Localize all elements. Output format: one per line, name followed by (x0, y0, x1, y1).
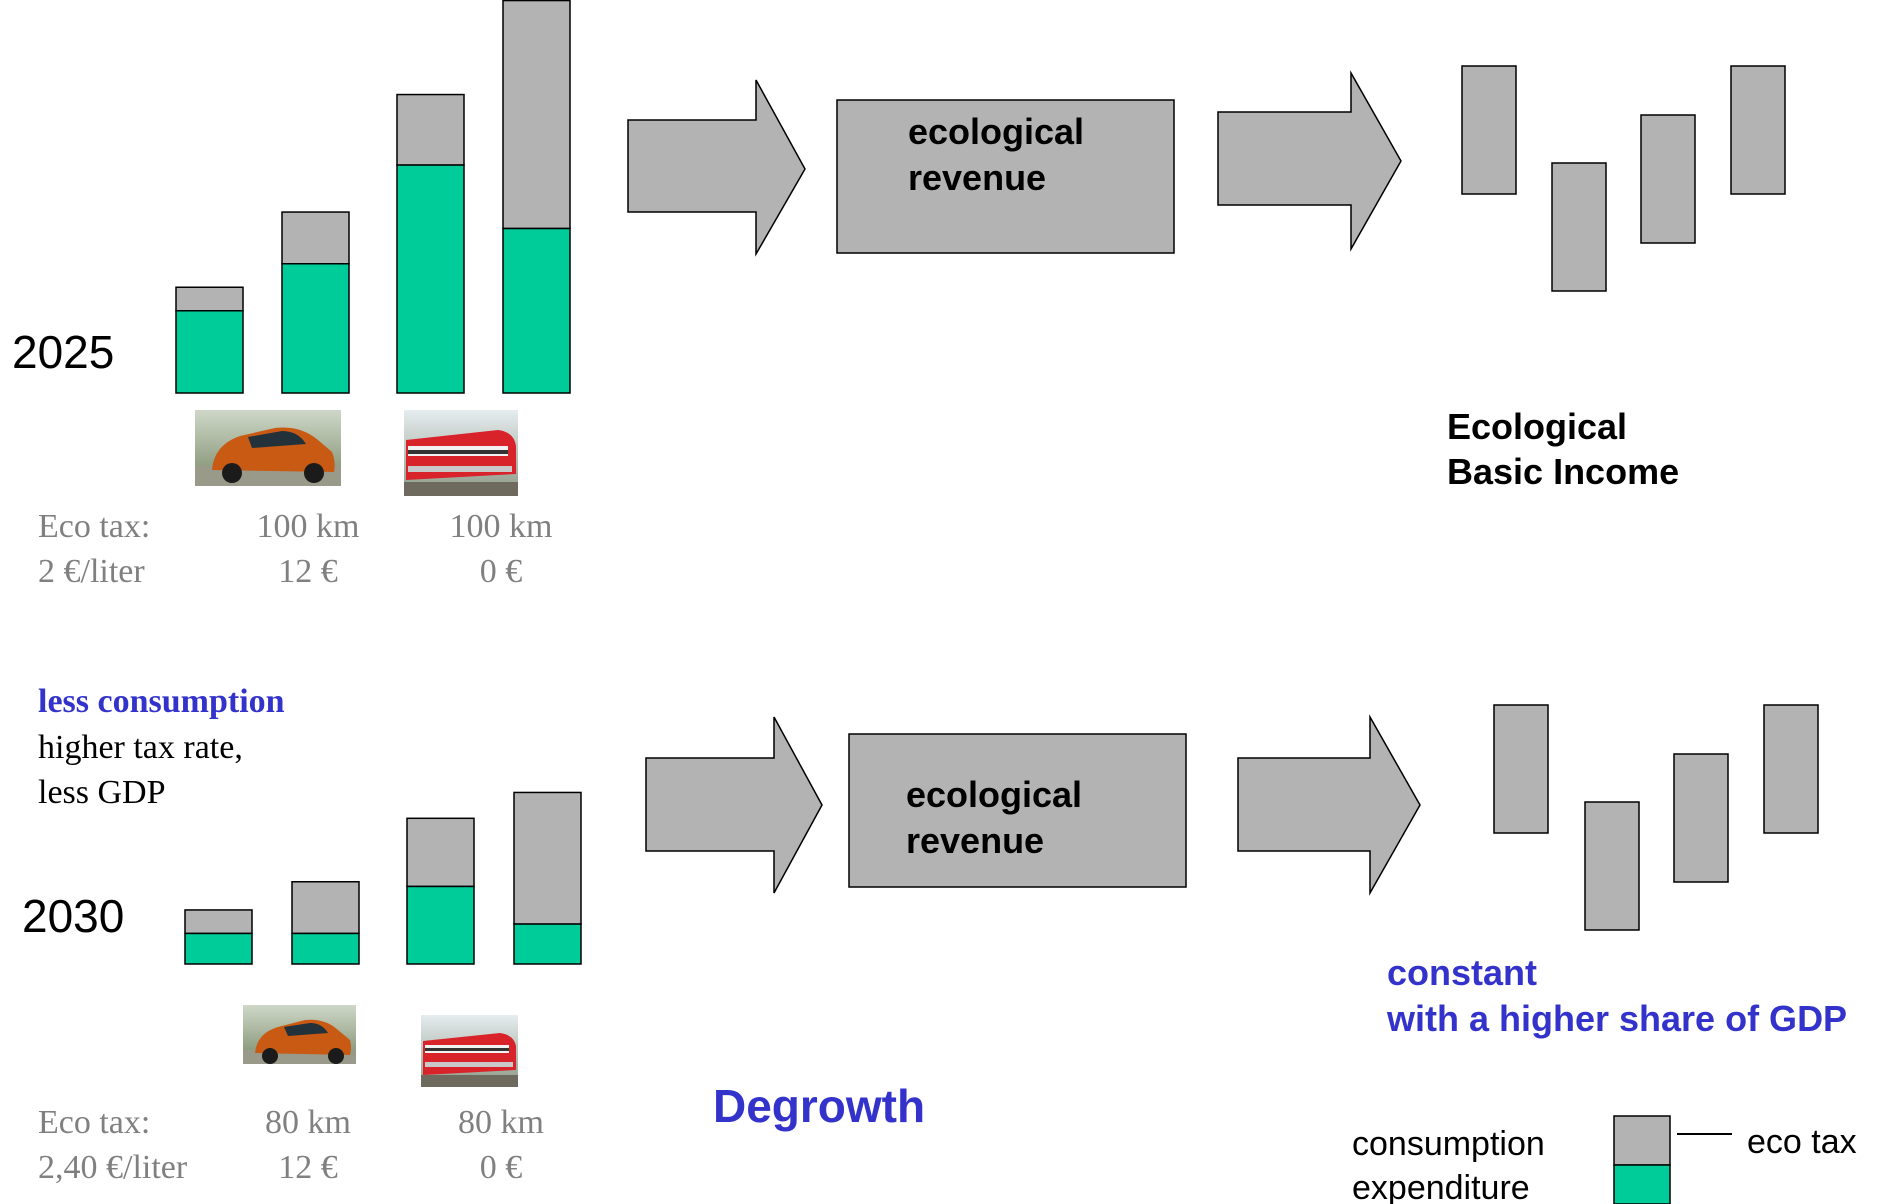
consumption-segment (396, 164, 465, 394)
eco-tax-rate: 2 €/liter (38, 553, 145, 590)
ecological-revenue-box: ecological revenue (836, 99, 1175, 254)
eco-tax-label: Eco tax: (38, 1104, 150, 1141)
legend: consumption expenditure eco tax (1352, 1115, 1857, 1204)
car-cost: 12 € (278, 553, 338, 590)
arrow-to-income (1237, 714, 1421, 896)
income-caption-line2: with a higher share of GDP (1386, 998, 1847, 1039)
income-block (1551, 162, 1607, 292)
arrow-to-revenue (645, 716, 823, 894)
car-photo-icon (195, 410, 341, 486)
consumption-segment (406, 885, 475, 965)
revenue-label-line2: revenue (908, 157, 1046, 198)
legend-tax-label: eco tax (1747, 1123, 1857, 1161)
revenue-label-line2: revenue (906, 820, 1044, 861)
eco-tax-segment (281, 211, 350, 265)
arrow-to-income (1217, 70, 1402, 252)
income-block (1673, 753, 1729, 883)
year-label-2030: 2030 (22, 890, 124, 942)
degrowth-label: Degrowth (713, 1080, 925, 1132)
revenue-label-line1: ecological (906, 774, 1082, 815)
revenue-label-line1: ecological (908, 111, 1084, 152)
bottom-bar-group (184, 791, 582, 965)
eco-tax-segment (513, 791, 582, 925)
top-bar-group (175, 0, 571, 394)
income-block (1640, 114, 1696, 244)
less-gdp-note: less GDP (38, 774, 166, 811)
train-distance: 100 km (450, 508, 553, 545)
less-consumption-note: less consumption (38, 683, 285, 720)
eco-tax-segment (184, 909, 253, 935)
train-cost: 0 € (480, 1149, 523, 1186)
year-label-2025: 2025 (12, 326, 114, 378)
consumption-segment (502, 227, 571, 394)
car-distance: 80 km (265, 1104, 351, 1141)
consumption-segment (513, 923, 582, 965)
legend-tax-swatch (1613, 1115, 1671, 1166)
train-distance: 80 km (458, 1104, 544, 1141)
consumption-segment (184, 932, 253, 965)
higher-tax-note: higher tax rate, (38, 729, 243, 766)
eco-tax-label: Eco tax: (38, 508, 150, 545)
legend-consumption-line1: consumption (1352, 1125, 1545, 1163)
income-caption-line1: constant (1387, 952, 1537, 993)
legend-consumption-line2: expenditure (1352, 1169, 1530, 1204)
income-title-line1: Ecological (1447, 406, 1627, 447)
income-block (1730, 65, 1786, 195)
income-block (1493, 704, 1549, 834)
car-photo-icon (243, 1005, 356, 1064)
basic-income-blocks (1493, 704, 1819, 931)
legend-consumption-swatch (1613, 1164, 1671, 1204)
eco-tax-segment (396, 93, 465, 166)
car-cost: 12 € (278, 1149, 338, 1186)
ecological-revenue-box: ecological revenue (848, 733, 1187, 888)
eco-tax-rate: 2,40 €/liter (38, 1149, 188, 1186)
income-block (1763, 704, 1819, 834)
income-title-line2: Basic Income (1447, 451, 1679, 492)
income-block (1584, 801, 1640, 931)
top-section: 2025 Eco tax: 100 km 100 km 2 €/liter 12… (12, 0, 1786, 590)
eco-tax-segment (406, 817, 475, 888)
basic-income-blocks (1461, 65, 1786, 292)
bottom-section: less consumption higher tax rate, less G… (22, 683, 1847, 1186)
consumption-segment (281, 263, 350, 394)
train-photo-icon (404, 410, 518, 496)
income-block (1461, 65, 1517, 195)
eco-tax-segment (291, 881, 360, 935)
arrow-to-revenue (627, 79, 806, 257)
eco-tax-segment (175, 286, 244, 312)
consumption-segment (175, 310, 244, 394)
eco-tax-segment (502, 0, 571, 230)
car-distance: 100 km (257, 508, 360, 545)
train-photo-icon (421, 1015, 518, 1087)
consumption-segment (291, 932, 360, 965)
train-cost: 0 € (480, 553, 523, 590)
